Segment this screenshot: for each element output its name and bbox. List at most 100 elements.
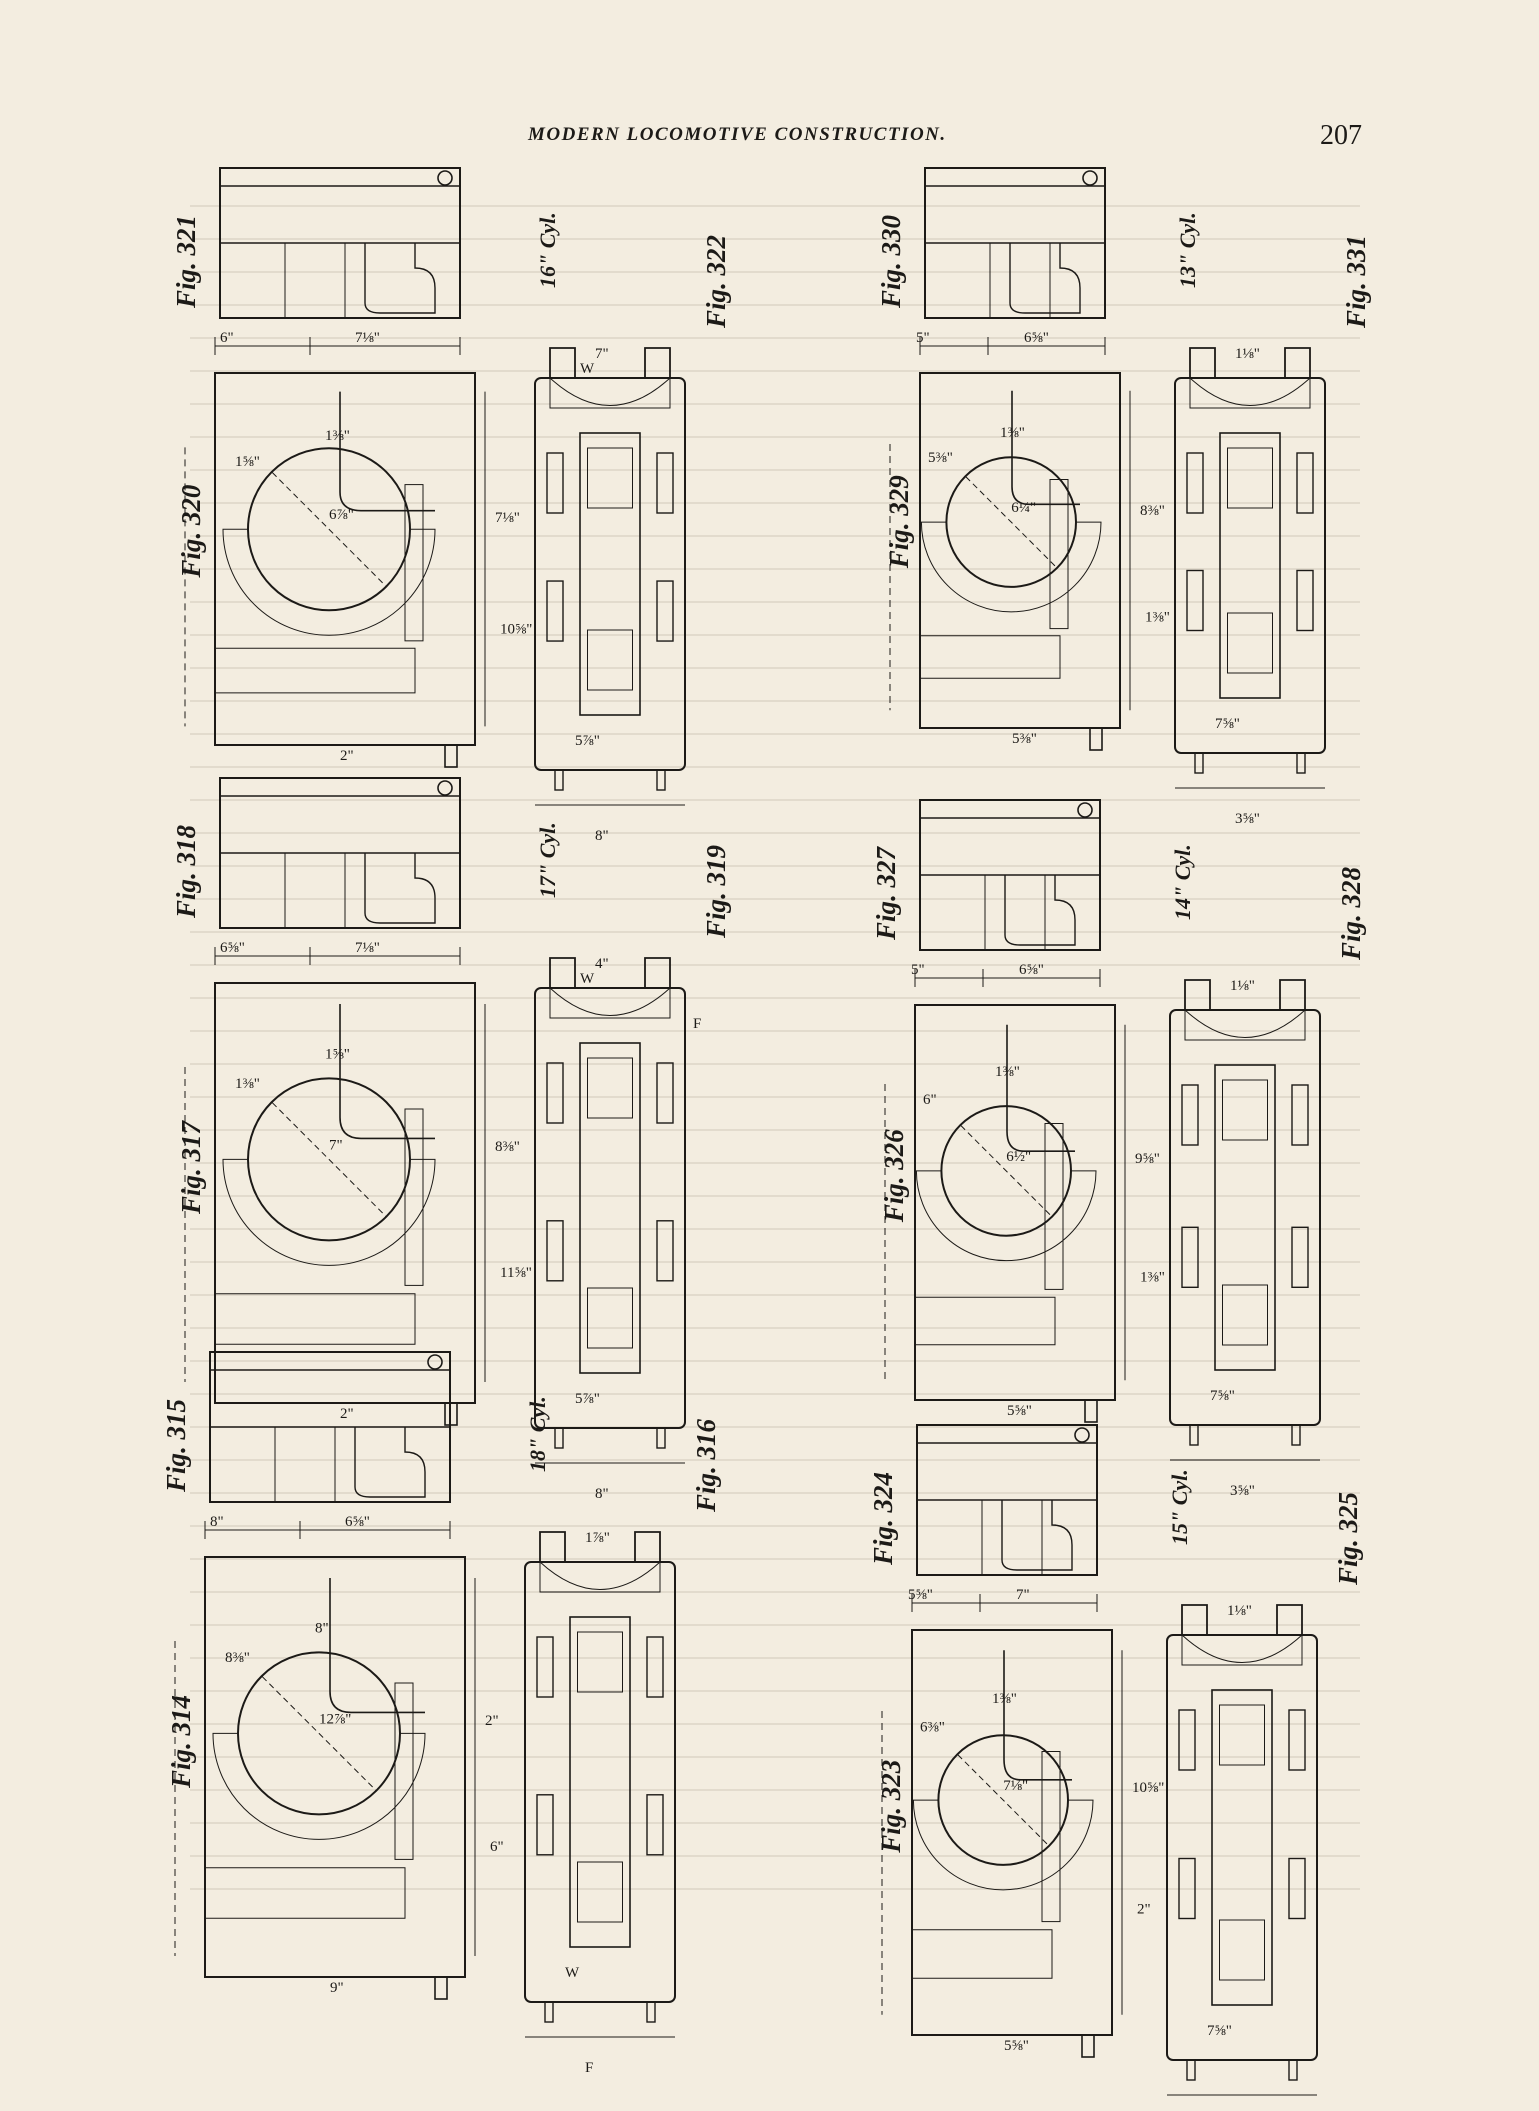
- side-slot: [1296, 452, 1314, 514]
- bolt-stub: [1291, 1424, 1301, 1446]
- plan-cap: [209, 1351, 451, 1371]
- inner-profile: [339, 1004, 435, 1140]
- pad-section: [1227, 612, 1273, 674]
- dimension-text: 5⅝": [1004, 2038, 1029, 2054]
- end-elevation: [174, 1556, 476, 2000]
- bolt-stub: [544, 2001, 554, 2023]
- cellar-plan: [1174, 347, 1326, 789]
- pad-section: [1222, 1079, 1268, 1141]
- dimension-text: 1⅜": [995, 1064, 1020, 1080]
- cellar-outline: [1169, 1009, 1321, 1426]
- wedge-section: [1044, 1123, 1064, 1290]
- hatched-lug: [1184, 1008, 1306, 1041]
- dimension-text: 6⅝": [1024, 330, 1049, 346]
- figure-label: Fig. 321: [171, 215, 201, 309]
- pad-section: [587, 447, 633, 509]
- show-through-line: [190, 337, 1360, 339]
- pad-section: [587, 1287, 633, 1349]
- oil-hole: [437, 780, 453, 796]
- dimension-text: 6¼": [1011, 500, 1036, 516]
- journal-bore: [247, 1077, 411, 1242]
- box-outline: [204, 1556, 466, 1978]
- side-slot: [546, 1062, 564, 1124]
- hatched-base: [214, 647, 416, 694]
- show-through-line: [190, 1855, 1360, 1857]
- dimension-text: 9": [330, 1980, 344, 1996]
- side-slot: [656, 580, 674, 642]
- show-through-line: [190, 1360, 1360, 1362]
- dimension-text: W: [580, 361, 595, 377]
- end-elevation: [881, 1629, 1123, 2058]
- page-number: 207: [1320, 120, 1362, 151]
- oil-hole: [437, 170, 453, 186]
- dimension-text: 2": [340, 748, 354, 764]
- show-through-line: [190, 700, 1360, 702]
- show-through-line: [190, 1690, 1360, 1692]
- hatched-crown: [222, 1158, 436, 1266]
- lug: [1181, 1604, 1303, 1635]
- dimension-text: 7⅝": [1210, 1388, 1235, 1404]
- dimension-text: 2": [1137, 1902, 1151, 1918]
- cellar-plan: [1166, 1604, 1318, 2096]
- show-through-line: [190, 1624, 1360, 1626]
- bolt-stub: [1189, 1424, 1199, 1446]
- page-header: MODERN LOCOMOTIVE CONSTRUCTION. 207: [0, 118, 1539, 158]
- bore-diameter-line: [957, 1754, 1049, 1846]
- figure-label: Fig. 322: [701, 235, 731, 329]
- brass-section: [989, 242, 1051, 319]
- cellar-pocket: [569, 1616, 631, 1948]
- show-through-line: [190, 469, 1360, 471]
- side-slot: [646, 1794, 664, 1856]
- show-through-line: [190, 1261, 1360, 1263]
- show-through-line: [190, 1723, 1360, 1725]
- bolt-stub: [434, 1976, 448, 2000]
- side-slot: [1291, 1226, 1309, 1288]
- dimension-text: 5": [911, 962, 925, 978]
- figure-label: Fig. 327: [871, 845, 901, 941]
- show-through-line: [190, 1888, 1360, 1890]
- dimension-text: 1⅜": [1145, 610, 1170, 626]
- dimension-text: 5⅜": [928, 450, 953, 466]
- oil-hole: [427, 1354, 443, 1370]
- hatched-base: [919, 635, 1061, 679]
- show-through-line: [190, 403, 1360, 405]
- oil-hole: [1074, 1427, 1090, 1443]
- show-through-line: [190, 1789, 1360, 1791]
- wedge-section: [404, 484, 424, 642]
- lug: [1184, 979, 1306, 1010]
- bore-diameter-line: [960, 1125, 1052, 1217]
- dimension-text: 6": [220, 330, 234, 346]
- brass-section: [284, 852, 346, 929]
- inner-profile: [329, 1578, 425, 1714]
- hatched-base: [214, 1293, 416, 1345]
- dimension-text: 7⅝": [1207, 2023, 1232, 2039]
- flange-section: [354, 1427, 426, 1498]
- pad-section: [1219, 1704, 1265, 1766]
- show-through-line: [190, 1492, 1360, 1494]
- dimension-text: 5⅞": [575, 1391, 600, 1407]
- dimension-text: 6⅝": [345, 1514, 370, 1530]
- hatched-wall: [924, 242, 991, 319]
- section-plan: [209, 1351, 451, 1503]
- cellar-outline: [534, 987, 686, 1429]
- brass-section: [984, 874, 1046, 951]
- cellar-plan: [1169, 979, 1321, 1461]
- figure-label: Fig. 328: [1336, 866, 1366, 961]
- show-through-line: [190, 304, 1360, 306]
- bolt-stub: [444, 744, 458, 768]
- lug: [1189, 347, 1311, 378]
- dimension-text: 12⅞": [319, 1711, 351, 1727]
- dimension-text: 8": [595, 828, 609, 844]
- show-through-line: [190, 535, 1360, 537]
- side-slot: [1178, 1709, 1196, 1771]
- oil-hole: [1077, 802, 1093, 818]
- dimension-text: 6⅝": [220, 940, 245, 956]
- box-outline: [914, 1004, 1116, 1401]
- show-through-line: [190, 1129, 1360, 1131]
- lug: [549, 347, 671, 378]
- hatched-base: [914, 1296, 1056, 1346]
- show-through-line: [190, 733, 1360, 735]
- dimension-text: 1⅝": [325, 1047, 350, 1063]
